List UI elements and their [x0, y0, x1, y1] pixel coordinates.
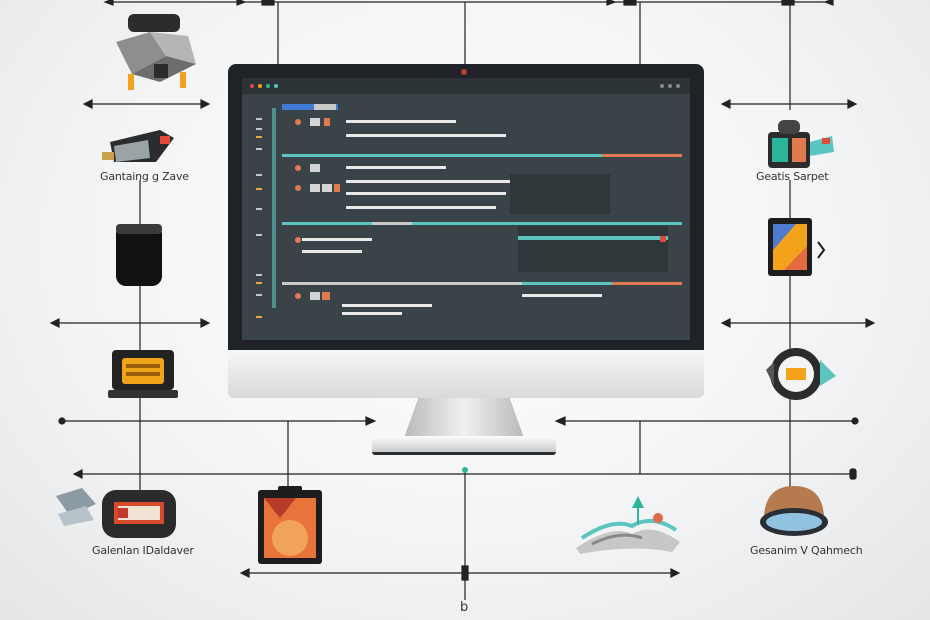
dome-camera-icon — [760, 486, 828, 536]
connector-block — [849, 468, 857, 480]
arrowhead — [865, 318, 876, 328]
arrowhead — [823, 0, 834, 6]
arrowhead — [72, 469, 83, 479]
webcam-dot — [461, 69, 467, 75]
code-lines — [256, 104, 682, 318]
monitor-chin — [228, 350, 704, 398]
arrowhead — [82, 99, 93, 109]
monitor — [228, 64, 704, 398]
arrowhead — [200, 99, 211, 109]
top-right-label: Geatis Sarpet — [756, 170, 829, 183]
monitor-stand-base — [372, 436, 556, 455]
window-dot[interactable] — [660, 84, 664, 88]
window-dot[interactable] — [266, 84, 270, 88]
arrowhead — [365, 416, 377, 426]
window-dot[interactable] — [676, 84, 680, 88]
code-editor-screen — [242, 78, 690, 340]
arrowhead — [606, 0, 617, 6]
monitor-bezel — [228, 64, 704, 350]
bottom-left-label: Galenlan IDaldaver — [92, 544, 194, 557]
projector-icon — [102, 130, 174, 162]
server-panel-icon — [56, 488, 176, 538]
top-left-label: Gantaing g Zave — [100, 170, 189, 183]
arrowhead — [670, 568, 681, 578]
arrowhead — [720, 99, 731, 109]
landscape-illustration-icon — [576, 496, 680, 554]
tablet-icon — [768, 218, 826, 276]
arrowhead — [49, 318, 60, 328]
connector-block — [261, 0, 275, 6]
arrowhead — [103, 0, 114, 6]
window-dot[interactable] — [258, 84, 262, 88]
router-icon — [108, 350, 178, 398]
arrowhead — [236, 0, 247, 6]
connector-dot — [58, 417, 66, 425]
editor-titlebar — [242, 78, 690, 94]
window-dot[interactable] — [668, 84, 672, 88]
security-camera-icon — [116, 14, 196, 90]
arrowhead — [720, 318, 731, 328]
arrowhead — [239, 568, 250, 578]
connector-block — [781, 0, 795, 6]
arrowhead — [554, 416, 566, 426]
connector-block — [461, 565, 469, 581]
arrowhead — [200, 318, 211, 328]
window-dot[interactable] — [274, 84, 278, 88]
connector-dot — [851, 417, 859, 425]
window-dot[interactable] — [250, 84, 254, 88]
connector-dot — [462, 467, 468, 473]
bottom-center-label: b — [460, 600, 469, 615]
arrowhead — [847, 99, 858, 109]
smart-thermostat-icon — [766, 348, 836, 400]
connector-block — [623, 0, 637, 6]
speaker-icon — [116, 224, 162, 286]
bottom-right-label: Gesanim V Qahmech — [750, 544, 863, 557]
robot-camera-icon — [768, 120, 834, 168]
display-panel-icon — [258, 486, 322, 564]
monitor-stand-neck — [404, 398, 524, 438]
